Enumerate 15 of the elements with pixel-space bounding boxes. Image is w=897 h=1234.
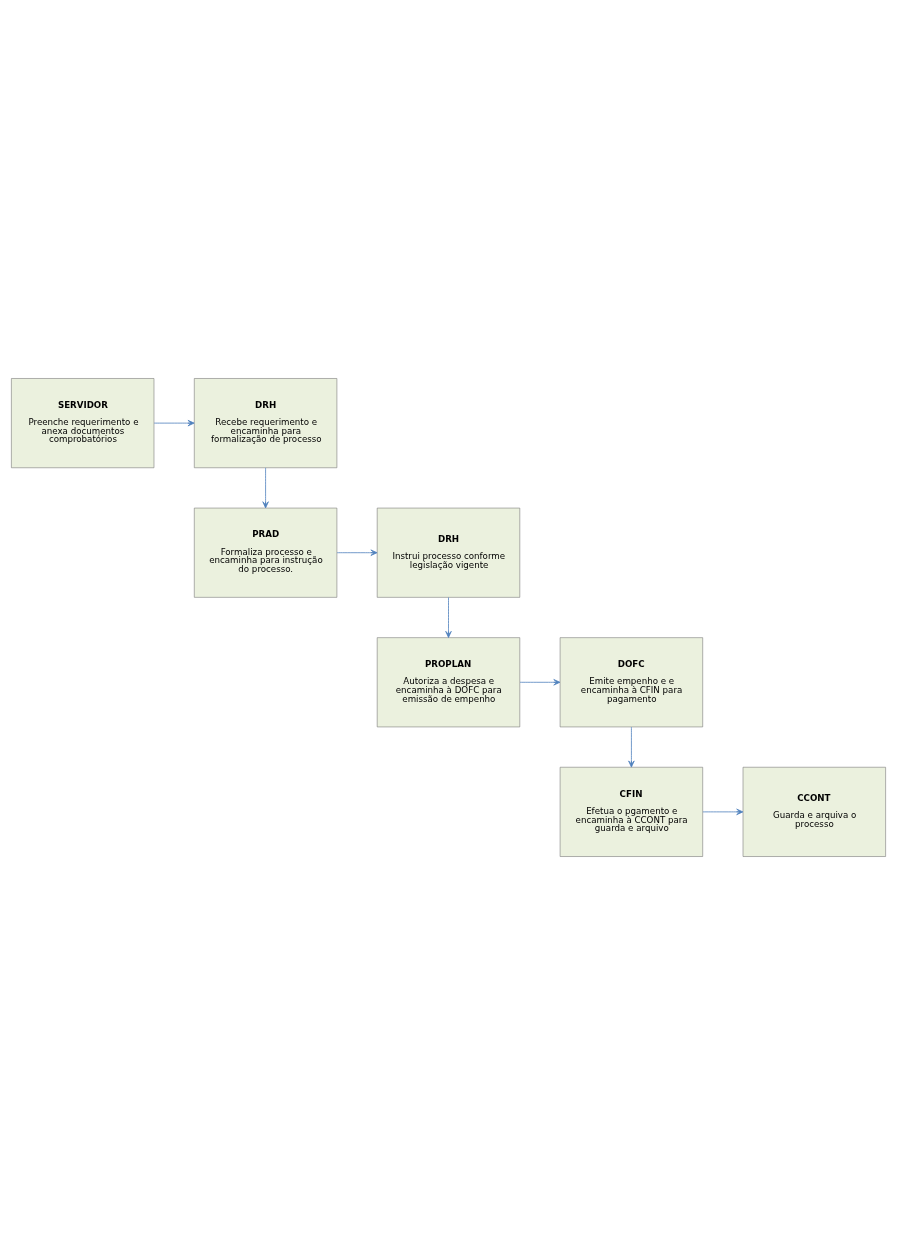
node-box: DRH Recebe requerimento e encaminha para formalização de processo <box>194 377 338 468</box>
node-box: PRAD Formaliza processo e encaminha para instrução do processo. <box>194 507 338 598</box>
node-box: DOFC Emite empenho e e encaminha à CFIN para pagamento <box>559 636 703 727</box>
node-box: DRH Instrui processo conforme legislação vigente <box>376 507 521 598</box>
node-box: SERVIDOR Preenche requerimento e anexa documentos comprobatórios <box>11 377 155 468</box>
node-box: CFIN Efetua o pgamento e encaminha à CCONT para guarda e arquivo <box>559 766 703 857</box>
arrow <box>262 467 269 508</box>
arrow <box>519 678 561 685</box>
node-box: CCONT Guarda e arquiva o processo <box>742 766 886 857</box>
arrow <box>336 549 378 556</box>
arrow <box>702 808 744 815</box>
arrow <box>628 726 635 767</box>
arrow <box>445 596 452 638</box>
node-box: PROPLAN Autoriza a despesa e encaminha à DOFC para emissão de empenho <box>376 636 521 727</box>
arrow <box>153 419 195 426</box>
